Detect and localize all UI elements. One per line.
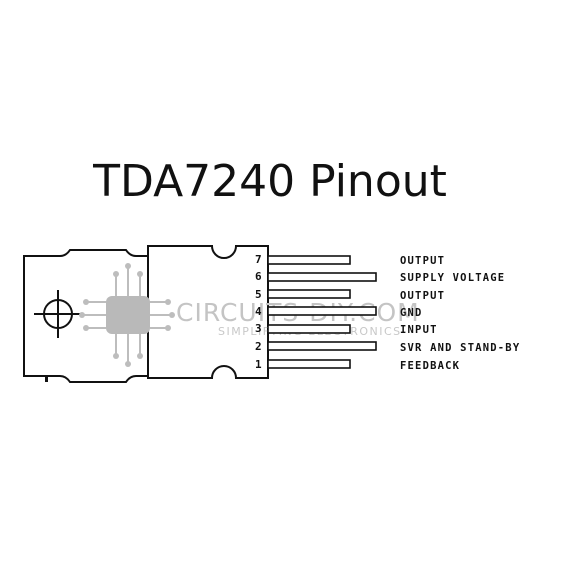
pin-label-6: SUPPLY VOLTAGE	[400, 272, 505, 284]
pin-number-5: 5	[255, 288, 262, 301]
watermark-chip-icon	[79, 263, 175, 367]
pin-lead-3	[267, 324, 351, 334]
pin-lead-5	[267, 289, 351, 299]
pin-number-7: 7	[255, 253, 262, 266]
pin-label-4: GND	[400, 307, 423, 319]
pin-number-3: 3	[255, 322, 262, 335]
pin-leads	[267, 255, 377, 369]
pin-lead-1	[267, 359, 351, 369]
pin-label-7: OUTPUT	[400, 255, 445, 267]
pin-label-3: INPUT	[400, 324, 438, 336]
pin-lead-6	[267, 272, 377, 282]
pin-lead-4	[267, 306, 377, 316]
pin-number-2: 2	[255, 340, 262, 353]
mounting-hole-icon	[34, 290, 82, 338]
pin-lead-7	[267, 255, 351, 265]
pin-number-6: 6	[255, 270, 262, 283]
pin-label-1: FEEDBACK	[400, 360, 460, 372]
pin-label-2: SVR AND STAND-BY	[400, 342, 520, 354]
pin-lead-2	[267, 341, 377, 351]
pin-number-1: 1	[255, 358, 262, 371]
tab-mark	[45, 377, 48, 382]
pin-label-5: OUTPUT	[400, 290, 445, 302]
page-title: TDA7240 Pinout	[92, 156, 447, 207]
pin-number-4: 4	[255, 305, 262, 318]
ic-body	[147, 245, 269, 379]
